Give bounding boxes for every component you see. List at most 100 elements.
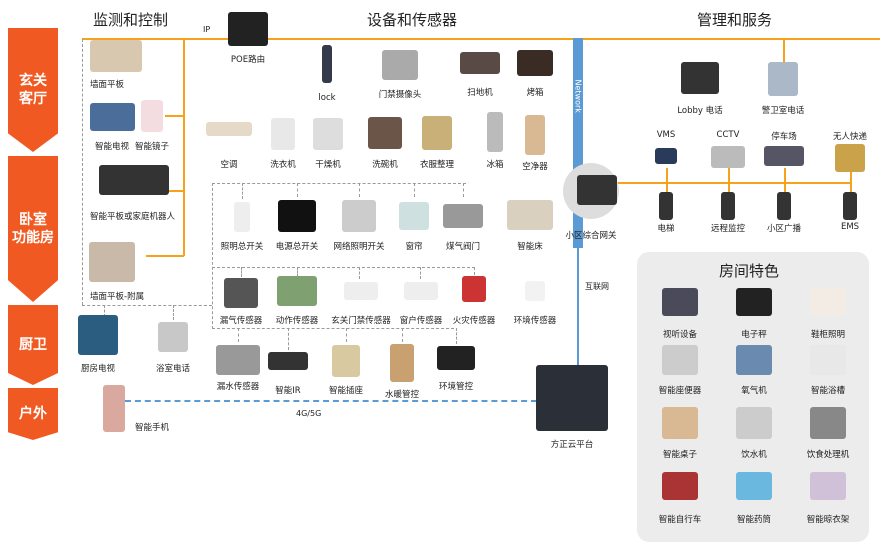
env-sensor-icon: [525, 281, 545, 301]
scale-label: 电子秤: [741, 330, 767, 340]
motion-sensor-label: 动作传感器: [275, 316, 319, 326]
drying-rack-label: 智能晾衣架: [806, 515, 850, 525]
lobby-phone-label: Lobby 电话: [677, 106, 723, 116]
drop-line: [420, 267, 421, 279]
zone-entrance-living: 玄关 客厅: [8, 28, 58, 152]
door-sensor-label: 玄关门禁传感器: [331, 316, 391, 326]
clothes-care-label: 衣服整理: [419, 160, 455, 170]
dryer-icon: [313, 118, 343, 150]
control-vertical-line: [183, 38, 185, 256]
shoe-cabinet-label: 鞋柜照明: [810, 330, 846, 340]
cloud-platform-label: 方正云平台: [550, 440, 594, 450]
drop-line: [297, 183, 298, 197]
net-light-switch-icon: [342, 200, 376, 232]
air-conditioner-label: 空调: [220, 160, 238, 170]
zone-bedroom: 卧室 功能房: [8, 156, 58, 302]
mobile-line: [125, 400, 537, 402]
smart-ir-icon: [268, 352, 308, 370]
header-monitor-control: 监测和控制: [93, 11, 169, 29]
cctv-label: CCTV: [716, 130, 740, 140]
link-line: [850, 168, 852, 194]
link-line: [146, 255, 184, 257]
drop-line: [456, 328, 457, 344]
fire-sensor-label: 火灾传感器: [452, 316, 496, 326]
lock-icon: [322, 45, 332, 83]
dishwasher-icon: [368, 117, 402, 149]
smartphone-icon: [103, 385, 125, 432]
drop-line: [402, 328, 403, 342]
curtain-label: 窗帘: [405, 242, 423, 252]
robot-vacuum-label: 扫地机: [467, 88, 493, 98]
ems-label: EMS: [840, 222, 860, 232]
dashed-bus: [212, 183, 466, 184]
pillbox-icon: [736, 472, 772, 500]
water-dispenser-icon: [736, 407, 772, 439]
lock-label: lock: [318, 93, 336, 103]
wall-panel-icon: [90, 40, 142, 72]
broadcast-label: 小区广播: [766, 224, 802, 234]
poe-router-icon: [228, 12, 268, 46]
smart-tv-label: 智能电视: [94, 142, 130, 152]
smart-bed-label: 智能床: [517, 242, 543, 252]
parking-label: 停车场: [771, 132, 797, 142]
shoe-cabinet-icon: [810, 288, 846, 316]
av-icon: [662, 288, 698, 316]
zone-kitchen-bath: 厨卫: [8, 305, 58, 385]
light-master-label: 照明总开关: [220, 242, 264, 252]
bike-icon: [662, 472, 698, 500]
gas-sensor-label: 漏气传感器: [219, 316, 263, 326]
water-leak-sensor-icon: [216, 345, 260, 375]
guard-phone-label: 警卫室电话: [761, 106, 805, 116]
dashed-bus: [212, 328, 454, 329]
drop-line: [238, 328, 239, 342]
community-gateway-icon: [577, 175, 617, 205]
drop-line: [242, 183, 243, 199]
kitchen-tv-icon: [78, 315, 118, 355]
link-line: [784, 168, 786, 194]
link-line: [104, 305, 105, 317]
remote-monitor-label: 远程监控: [710, 224, 746, 234]
tablet-robot-icon: [99, 165, 169, 195]
clothes-care-icon: [422, 116, 452, 150]
smart-mirror-label: 智能镜子: [134, 142, 170, 152]
internet-line: [577, 248, 579, 370]
dashed-bus: [212, 267, 475, 268]
wall-panel-label: 墙面平板: [90, 80, 125, 90]
drop-line: [463, 183, 464, 197]
drying-rack-icon: [810, 472, 846, 500]
wall-panel-aux-label: 墙面平板-附属: [90, 292, 145, 302]
remote-monitor-icon: [721, 192, 735, 220]
broadcast-icon: [777, 192, 791, 220]
gas-sensor-icon: [224, 278, 258, 308]
air-purifier-label: 空净器: [522, 162, 548, 172]
drop-line: [474, 267, 475, 275]
window-sensor-icon: [404, 282, 438, 300]
parcel-locker-icon: [835, 144, 865, 172]
zone-label: 户外: [19, 406, 47, 422]
network-bus: [573, 38, 583, 248]
scale-icon: [736, 288, 772, 316]
guard-phone-icon: [768, 62, 798, 96]
robot-vacuum-icon: [460, 52, 500, 74]
poe-router-label: POE路由: [230, 55, 266, 65]
smart-bed-icon: [507, 200, 553, 230]
oxygen-icon: [736, 345, 772, 375]
smartphone-label: 智能手机: [134, 423, 170, 433]
bath-phone-icon: [158, 322, 188, 352]
bike-label: 智能自行车: [658, 515, 702, 525]
link-line: [783, 38, 785, 62]
parcel-locker-label: 无人快递: [832, 132, 868, 142]
ip-label: IP: [203, 25, 211, 34]
dishwasher-label: 洗碗机: [372, 160, 398, 170]
toilet-label: 智能座便器: [658, 386, 702, 396]
gas-valve-label: 煤气阀门: [445, 242, 481, 252]
cctv-icon: [711, 146, 745, 168]
food-processor-label: 饮食处理机: [806, 450, 850, 460]
drop-line: [241, 267, 242, 277]
fridge-label: 冰箱: [486, 160, 504, 170]
elevator-label: 电梯: [657, 224, 675, 234]
link-line: [165, 115, 183, 117]
link-line: [728, 168, 730, 194]
link-line: [666, 168, 668, 194]
left-dashed-line: [82, 39, 83, 305]
